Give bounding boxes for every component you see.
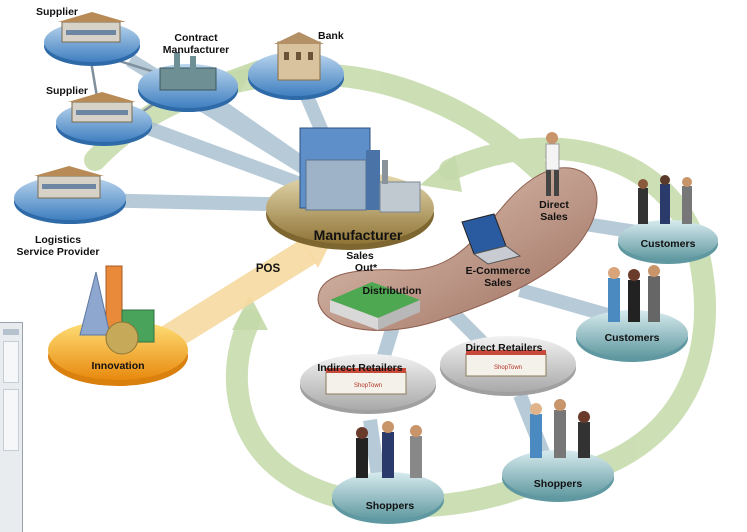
logistics-disc bbox=[14, 166, 126, 224]
salesperson-figure bbox=[545, 132, 560, 196]
indirect-retailers-label: Indirect Retailers bbox=[317, 362, 402, 374]
sales-out-label-line2: Out* bbox=[355, 262, 378, 274]
logistics-label-line1: Logistics bbox=[35, 234, 81, 246]
arrowhead-upper bbox=[225, 60, 258, 92]
pos-arrow bbox=[140, 240, 318, 360]
arrowhead-right bbox=[420, 155, 462, 192]
innovation-label: Innovation bbox=[91, 360, 144, 372]
arrowhead-lower bbox=[232, 295, 268, 330]
shoppers-left-disc bbox=[332, 421, 444, 524]
customers-top-disc bbox=[618, 175, 718, 264]
cycle-arrow-lower bbox=[225, 309, 571, 518]
distribution-warehouse bbox=[330, 282, 420, 330]
cycle-arrowheads bbox=[225, 60, 462, 330]
laptop-icon bbox=[461, 213, 522, 265]
shoppers-right-label: Shoppers bbox=[534, 478, 583, 490]
customers-mid-label: Customers bbox=[605, 332, 660, 344]
supplier-mid-disc bbox=[56, 92, 152, 146]
shoppers-right-disc bbox=[502, 399, 614, 502]
ecommerce-label-line2: Sales bbox=[484, 277, 512, 289]
indirect-store-sign: ShopTown bbox=[354, 383, 382, 389]
bank-label: Bank bbox=[318, 30, 344, 42]
direct-retailers-disc: ShopTown bbox=[440, 336, 576, 396]
direct-retailers-label: Direct Retailers bbox=[465, 342, 542, 354]
supplier-top-label: Supplier bbox=[36, 6, 78, 18]
manufacturer-disc bbox=[266, 127, 434, 250]
manufacturer-label: Manufacturer bbox=[314, 227, 403, 243]
supplier-mid-label: Supplier bbox=[46, 85, 88, 97]
supplier-top-disc bbox=[44, 12, 140, 66]
pos-label: POS bbox=[256, 263, 281, 275]
contract-manufacturer-disc bbox=[138, 52, 238, 112]
direct-store-sign: ShopTown bbox=[494, 365, 522, 371]
contract-label-line2: Manufacturer bbox=[163, 44, 230, 56]
innovation-disc bbox=[48, 265, 188, 386]
bank-disc bbox=[248, 32, 344, 100]
shoppers-left-label: Shoppers bbox=[366, 500, 415, 512]
customers-mid-disc bbox=[576, 265, 688, 362]
indirect-retailers-disc: ShopTown bbox=[300, 354, 436, 414]
direct-sales-label-line2: Sales bbox=[540, 211, 568, 223]
contract-label-line1: Contract bbox=[174, 32, 218, 44]
distribution-label: Distribution bbox=[363, 285, 422, 297]
direct-sales-label-line1: Direct bbox=[539, 199, 569, 211]
logistics-label-line2: Service Provider bbox=[17, 246, 100, 258]
cropped-window-fragment bbox=[0, 322, 23, 532]
sales-out-label-line1: Sales bbox=[346, 250, 374, 262]
ecommerce-label-line1: E-Commerce bbox=[466, 265, 531, 277]
customers-top-label: Customers bbox=[641, 238, 696, 250]
